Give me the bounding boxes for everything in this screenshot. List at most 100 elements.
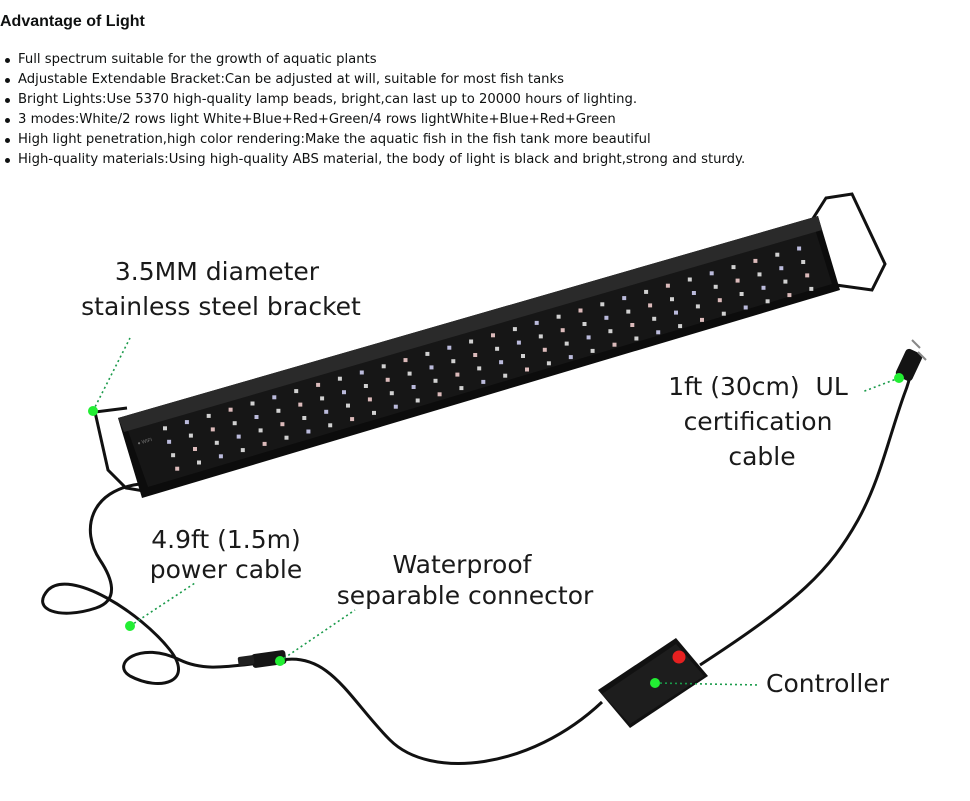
ul-cable [699, 359, 914, 667]
led-bead [739, 292, 744, 296]
led-bead [359, 370, 364, 375]
ul-plug [895, 339, 927, 382]
callout-bracket-line2: stainless steel bracket [81, 292, 361, 321]
led-bead [568, 355, 573, 360]
led-bead [342, 390, 346, 395]
led-bead [787, 293, 792, 298]
led-bead [626, 309, 631, 314]
led-bead [590, 348, 595, 353]
led-bead [240, 448, 245, 453]
led-bead [372, 410, 376, 415]
led-bead [608, 329, 613, 334]
led-bead [455, 372, 460, 377]
led-bead [385, 377, 390, 382]
led-bead [437, 392, 442, 397]
led-bead [516, 340, 521, 345]
led-bead [695, 304, 700, 309]
callout-bracket-line1: 3.5MM diameter [115, 257, 320, 286]
led-bead [700, 317, 704, 322]
led-bead [393, 404, 398, 409]
feature-list: Full spectrum suitable for the growth of… [0, 50, 745, 170]
led-bead [175, 466, 180, 471]
led-bead [652, 316, 657, 321]
led-bead [630, 323, 635, 327]
led-bead [743, 305, 748, 310]
led-bead [407, 371, 412, 376]
led-bead [316, 382, 321, 387]
light-bar-rim [118, 216, 822, 432]
led-bead [564, 341, 569, 346]
led-bead [250, 401, 255, 406]
led-bead [284, 435, 289, 440]
led-bead [491, 333, 495, 338]
led-bead [236, 434, 241, 439]
led-bead [674, 310, 678, 315]
led-bead [775, 252, 780, 257]
led-bead [276, 408, 281, 413]
led-bead [503, 373, 508, 378]
callout-ul-line2: certification [684, 407, 833, 436]
callout-connector-line2: separable connector [337, 581, 594, 610]
led-bead [258, 428, 263, 433]
left-bracket [93, 406, 151, 494]
power-cable [41, 482, 271, 685]
led-bead [691, 291, 696, 295]
led-bead [363, 384, 368, 388]
led-bead [350, 417, 355, 422]
led-bead [188, 433, 193, 438]
led-bead [171, 453, 176, 458]
led-bead [499, 360, 504, 365]
led-bead [644, 289, 649, 294]
led-bead [389, 391, 394, 396]
led-bead [687, 277, 692, 282]
led-bead [214, 440, 219, 445]
feature-item: High light penetration,high color render… [4, 130, 745, 150]
led-bead [193, 447, 197, 451]
led-bead [447, 345, 452, 350]
led-bead [656, 330, 661, 335]
callout-markers [92, 337, 900, 686]
led-bead [228, 407, 233, 412]
callout-ul-line1: 1ft (30cm) UL [668, 372, 848, 401]
led-bead [534, 320, 539, 325]
led-bead [779, 266, 784, 271]
led-bead [612, 342, 617, 347]
led-bead [546, 361, 551, 366]
led-bead [797, 246, 802, 251]
led-bead [433, 378, 438, 383]
led-bead [709, 271, 714, 276]
led-bead [678, 324, 683, 329]
led-bead [272, 395, 277, 400]
led-bead [783, 279, 788, 284]
led-bead [184, 420, 189, 425]
led-bead [582, 322, 587, 326]
led-bead [560, 328, 565, 333]
led-bead [473, 353, 478, 357]
light-bar-panel [126, 226, 832, 487]
led-bead [218, 454, 223, 459]
led-bead [302, 416, 307, 420]
led-bead [197, 460, 201, 465]
led-bead [604, 315, 609, 320]
right-bracket [810, 192, 887, 292]
led-bead [512, 327, 517, 332]
led-bead [425, 351, 430, 356]
led-bead [805, 273, 810, 278]
callout-power-line2: power cable [150, 555, 302, 584]
led-bead [451, 359, 456, 364]
led-bead [324, 409, 329, 414]
feature-item: Adjustable Extendable Bracket:Can be adj… [4, 70, 745, 90]
led-bead [469, 339, 474, 344]
led-bead [578, 308, 583, 313]
led-bead [761, 285, 766, 290]
led-bead [411, 385, 416, 389]
svg-text:● WIFI: ● WIFI [137, 437, 153, 447]
section-heading: Advantage of Light [0, 13, 145, 30]
feature-item: Full spectrum suitable for the growth of… [4, 50, 745, 70]
led-bead [721, 311, 726, 316]
led-bead [538, 334, 543, 339]
led-bead [713, 284, 718, 289]
feature-item: 3 modes:White/2 rows light White+Blue+Re… [4, 110, 745, 130]
feature-item: Bright Lights:Use 5370 high-quality lamp… [4, 90, 745, 110]
